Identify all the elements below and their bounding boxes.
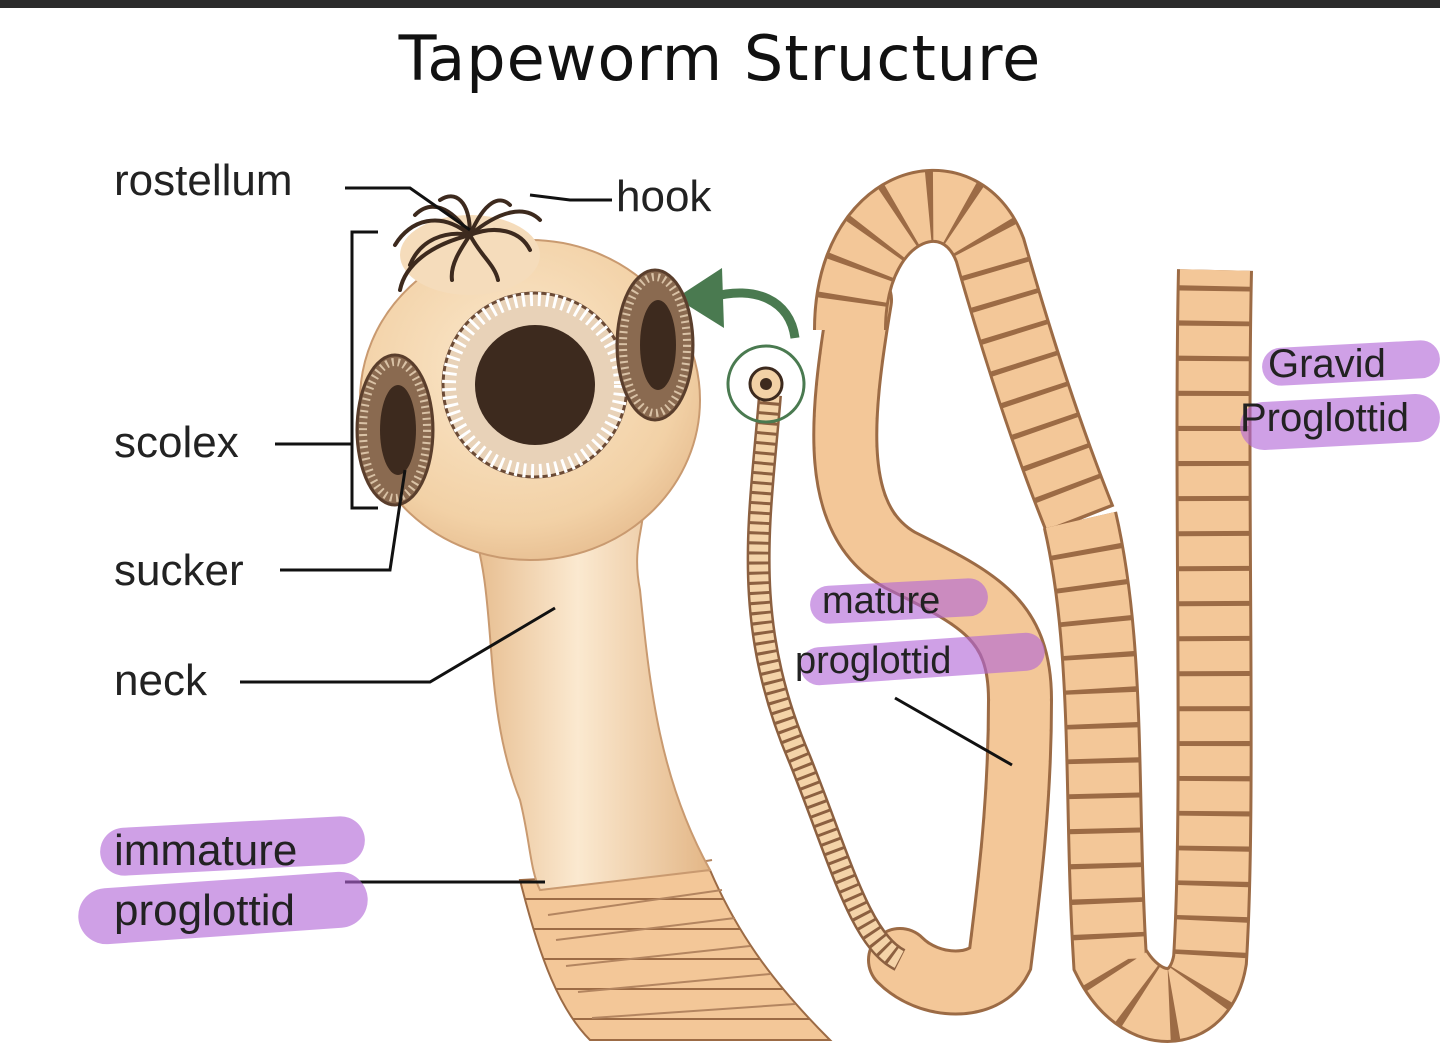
- rostellum-leader: [345, 186, 471, 232]
- zoom-arrowhead: [676, 268, 724, 328]
- enlarged-scolex: [355, 194, 833, 1041]
- top-border: [0, 0, 1440, 8]
- strobila: [746, 168, 1253, 1043]
- hooks: [393, 194, 542, 292]
- sucker-label: sucker: [114, 546, 244, 595]
- sucker-leader: [280, 469, 407, 572]
- immature-proglottid-label: proglottid: [114, 886, 296, 935]
- scolex-label: scolex: [114, 418, 239, 467]
- hook-leader: [529, 193, 612, 202]
- zoom-arrow: [710, 288, 800, 339]
- leader-lines: [240, 186, 1013, 884]
- hook-label: hook: [616, 172, 712, 221]
- page-title: Tapeworm Structure: [398, 22, 1042, 95]
- mature-label: mature: [822, 580, 941, 622]
- gravid-label: Gravid: [1268, 342, 1386, 386]
- mature-leader: [894, 696, 1013, 767]
- rostellum-label: rostellum: [114, 156, 293, 205]
- rostellum-bump: [400, 215, 540, 295]
- mature-proglottid-label: proglottid: [795, 640, 952, 682]
- small-scolex: [676, 268, 806, 424]
- neck-leader: [240, 606, 556, 684]
- neck-label: neck: [114, 656, 207, 705]
- immature-label: immature: [114, 826, 298, 875]
- neck-body: [468, 498, 712, 892]
- scolex-bracket: [350, 230, 378, 510]
- gravid-proglottid-label: Proglottid: [1240, 396, 1409, 440]
